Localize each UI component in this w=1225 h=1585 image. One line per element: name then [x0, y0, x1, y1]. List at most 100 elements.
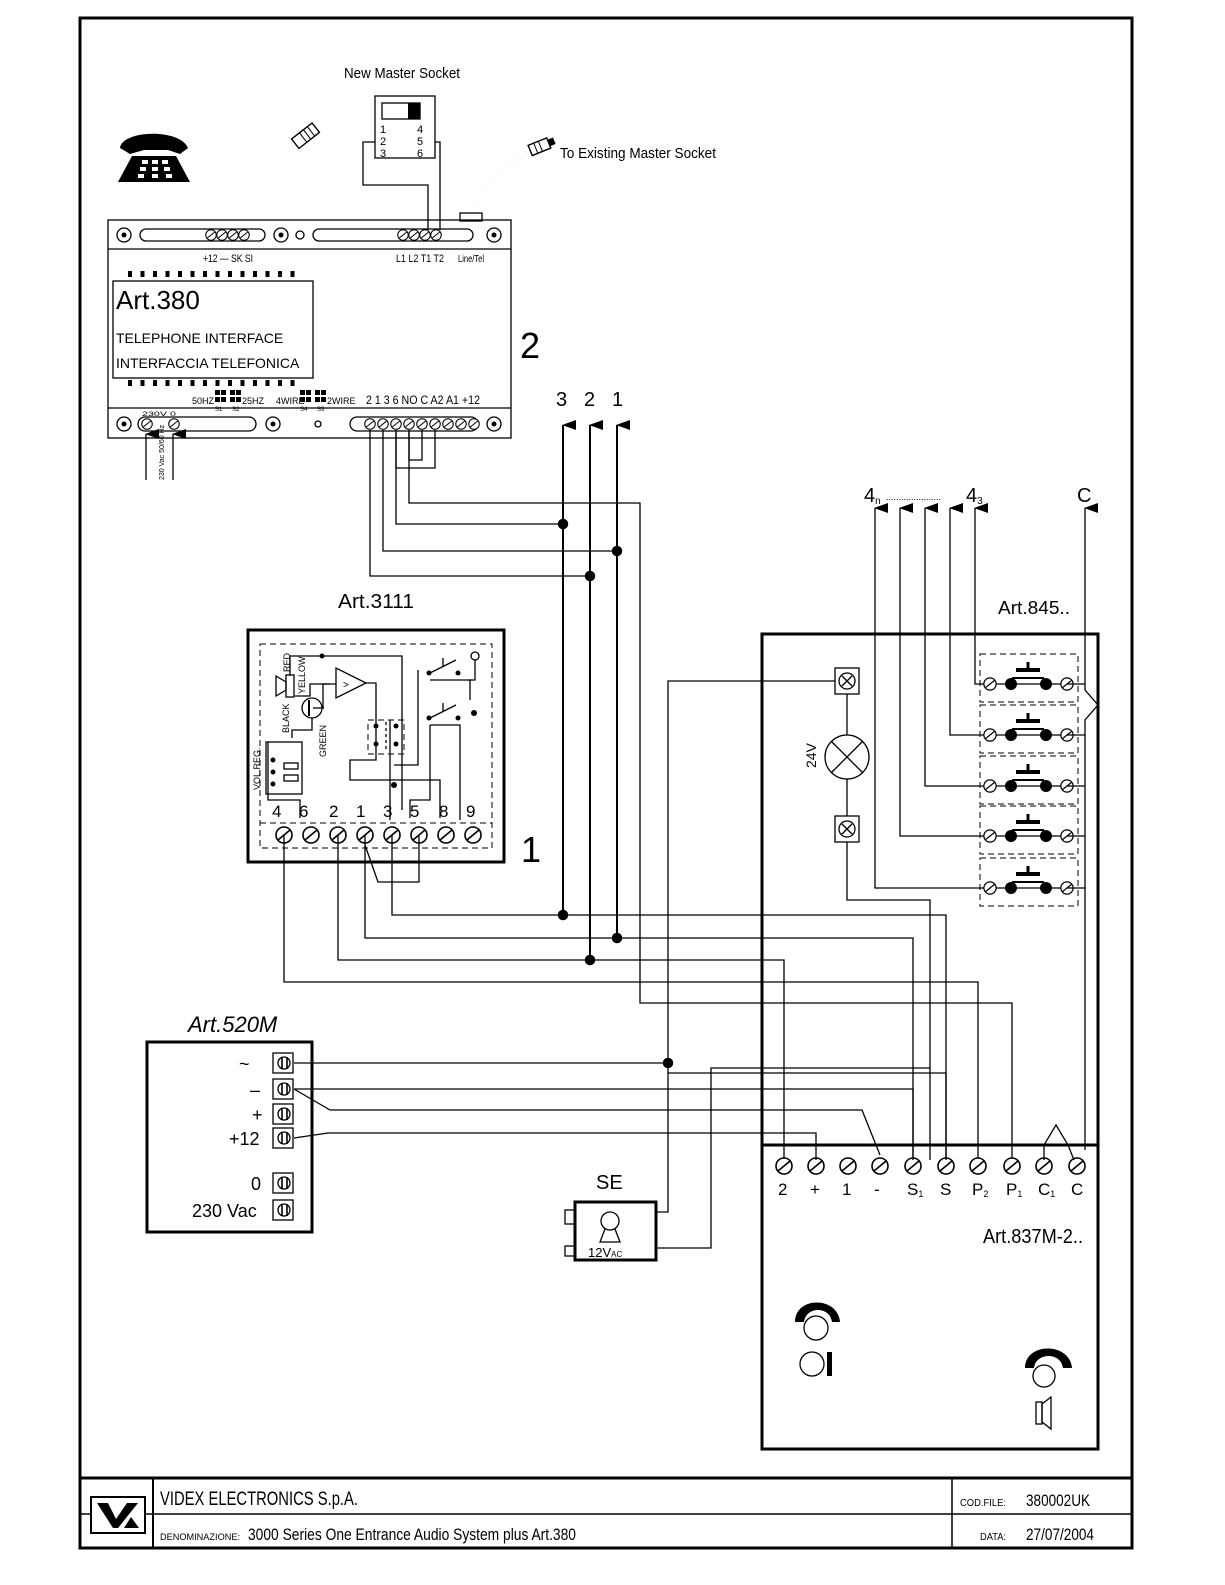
socket-pin-3: 3 [380, 148, 386, 160]
art837-terminal-label: S1 [907, 1180, 923, 1199]
cod-file-label: COD.FILE: [960, 1498, 1006, 1509]
art520m-title: Art.520M [186, 1012, 278, 1037]
title-block: VIDEX ELECTRONICS S.p.A. DENOMINAZIONE: … [80, 1476, 1132, 1548]
art837-terminal-label: - [874, 1180, 880, 1199]
wire-green: GREEN [318, 725, 328, 757]
se-title: SE [596, 1172, 623, 1194]
art3111-terminal-label: 8 [439, 802, 448, 821]
socket-pin-6: 6 [417, 148, 423, 160]
company-name: VIDEX ELECTRONICS S.p.A. [160, 1489, 358, 1510]
wire-red: RED [282, 652, 292, 672]
art837-terminal-label: 1 [842, 1180, 851, 1199]
art380-mains-label: 230 Vac 50/60 Hz [159, 424, 166, 480]
bus-number-2: 2 [584, 389, 595, 411]
art520m-terminal-label: +12 [229, 1129, 260, 1149]
common-line-arrow [1084, 503, 1099, 1150]
art380-top-right-terminals: L1 L2 T1 T2 [396, 253, 444, 265]
socket-pin-1: 1 [380, 124, 386, 136]
bus-number-3: 3 [556, 389, 567, 411]
lamp-voltage-label: 24V [803, 742, 819, 768]
art837-terminal-label: S [940, 1180, 951, 1199]
volume-regulator-label: VOL.REG. [252, 747, 262, 790]
art520m-terminal-label: + [252, 1105, 263, 1125]
art845-common-label: C [1077, 485, 1091, 507]
videx-logo [90, 1496, 146, 1534]
jumper-2wire: 2WIRE [327, 396, 356, 406]
amp-icon: > [343, 680, 349, 691]
call-line-arrow [899, 503, 990, 837]
art837-terminal-label: P1 [1006, 1180, 1022, 1199]
art3111-terminal-label: 2 [329, 802, 338, 821]
date-value: 27/07/2004 [1026, 1525, 1094, 1544]
art520m-terminal-label: 0 [251, 1174, 261, 1194]
art3111-title: Art.3111 [338, 591, 414, 613]
art3111-module: RED YELLOW BLACK GREEN > [246, 628, 506, 864]
jumper-s3: S3 [317, 407, 325, 413]
jumper-s2: S2 [232, 407, 240, 413]
art380-line1: TELEPHONE INTERFACE [116, 330, 283, 346]
electric-lock: 12VAC [564, 1200, 658, 1262]
microphone-adjust-icon [795, 1302, 840, 1377]
art837-panel [760, 632, 1100, 1451]
pushbutton-module [979, 755, 1079, 805]
art3111-terminal-screw [464, 826, 482, 844]
art3111-terminal-screw [302, 826, 320, 844]
art380-bottom-terminals: 2 1 3 6 NO C A2 A1 +12 [366, 393, 480, 407]
art845-top-label-start: 4n [864, 485, 881, 507]
socket-pin-4: 4 [417, 124, 423, 136]
call-line-arrow [974, 503, 990, 685]
art3111-terminal-label: 6 [299, 802, 308, 821]
se-voltage: 12VAC [588, 1245, 622, 1260]
art380-power-small: 230V 0 [142, 412, 177, 418]
art3111-terminal-screw [437, 826, 455, 844]
art3111-terminal-label: 1 [356, 802, 365, 821]
art520m-terminal-label: ~ [239, 1054, 250, 1074]
sheet-frame [78, 16, 1134, 1550]
wire-yellow: YELLOW [297, 656, 307, 694]
art837-terminal-label: C1 [1038, 1180, 1055, 1199]
bus-number-1: 1 [612, 389, 623, 411]
drawing-description: 3000 Series One Entrance Audio System pl… [248, 1525, 576, 1544]
jumper-4wire: 4WIRE [276, 396, 305, 406]
art837-terminal-label: C [1071, 1180, 1083, 1199]
call-line-arrow [949, 503, 990, 736]
jumper-s1: S1 [215, 407, 223, 413]
art3111-ref-number: 1 [521, 829, 541, 870]
date-label: DATA: [980, 1532, 1006, 1543]
jumper-s4: S4 [300, 407, 308, 413]
art520m-terminal-label: 230 Vac [192, 1201, 257, 1221]
art837-title: Art.837M-2.. [983, 1226, 1083, 1248]
art837-terminal-label: 2 [778, 1180, 787, 1199]
socket-pin-2: 2 [380, 136, 386, 148]
rj11-plug-icon [527, 136, 556, 157]
to-existing-socket-label: To Existing Master Socket [560, 145, 717, 162]
art380-module: +12 — SK SI L1 L2 T1 T2 Line/Tel Art.380… [107, 212, 512, 439]
lamp-24v: 24V [803, 667, 870, 843]
speaker-adjust-icon [1025, 1348, 1072, 1431]
art845-pushbuttons [979, 653, 1085, 907]
telephone-icon [118, 121, 321, 182]
socket-pin-5: 5 [417, 136, 423, 148]
pushbutton-module [979, 704, 1079, 754]
art3111-terminal-label: 5 [410, 802, 419, 821]
denominazione-label: DENOMINAZIONE: [160, 1532, 240, 1542]
art3111-terminal-label: 4 [272, 802, 281, 821]
art380-top-left-terminals: +12 — SK SI [203, 253, 253, 265]
art380-line2: INTERFACCIA TELEFONICA [116, 355, 300, 371]
new-master-socket-label: New Master Socket [344, 65, 461, 82]
art3111-terminal-label: 9 [466, 802, 475, 821]
art520m-terminal-label: – [250, 1080, 260, 1100]
cod-file-value: 380002UK [1026, 1491, 1091, 1510]
art845-top-label-end: 43 [966, 485, 983, 507]
pushbutton-module [979, 653, 1079, 703]
art380-title: Art.380 [116, 285, 200, 315]
art380-line-tel: Line/Tel [458, 254, 484, 265]
art3111-terminal-label: 3 [383, 802, 392, 821]
wire-black: BLACK [281, 703, 291, 733]
call-line-arrow [874, 503, 990, 889]
art837-terminal-label: P2 [972, 1180, 988, 1199]
master-socket: 1 2 3 4 5 6 [374, 95, 436, 160]
art845-top-label-dots: ...................... [886, 492, 941, 502]
